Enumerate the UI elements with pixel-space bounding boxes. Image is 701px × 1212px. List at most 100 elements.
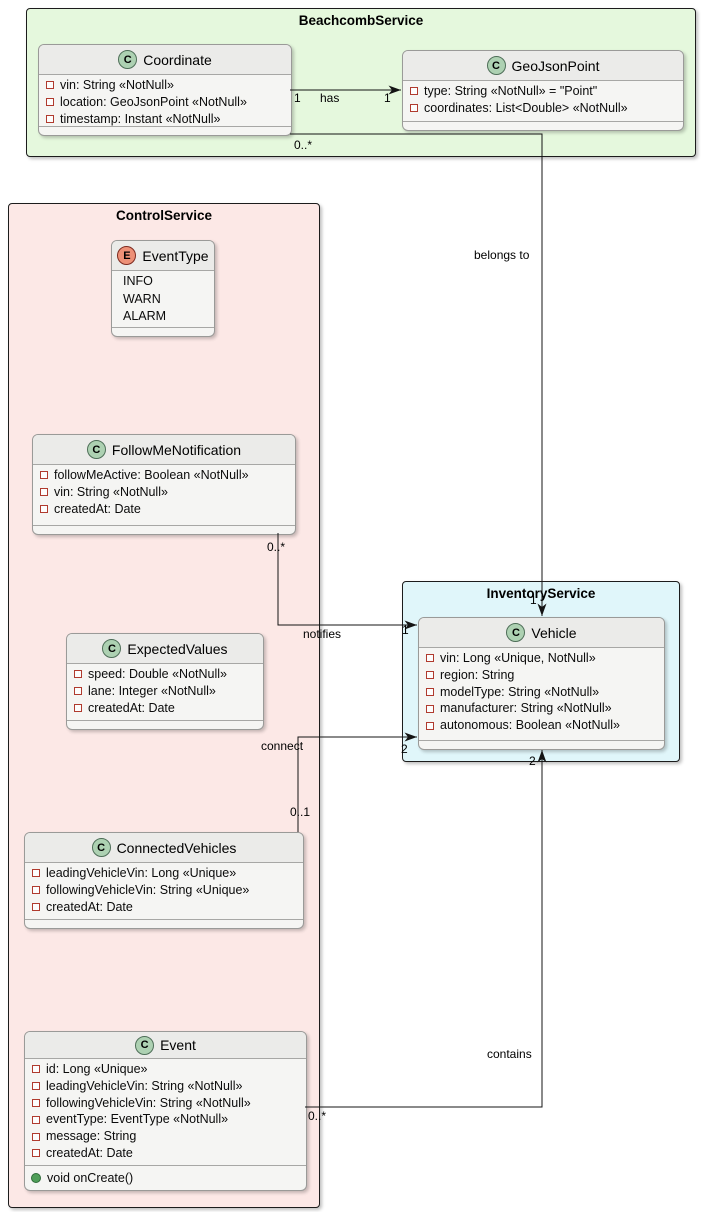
enum-value: ALARM [123,309,167,323]
private-field-icon [32,1149,40,1158]
attribute-text: timestamp: Instant «NotNull» [60,111,221,126]
class-geojsonpoint-header: C GeoJsonPoint [403,51,683,81]
private-field-icon [46,98,54,107]
class-vehicle: C Vehicle vin: Long «Unique, NotNull» re… [418,617,665,750]
class-expectedvalues: C ExpectedValues speed: Double «NotNull»… [66,633,264,730]
enum-values-compartment: INFO WARN ALARM [112,271,214,327]
multiplicity-connect-source: 0..1 [290,805,311,819]
attribute-text: vin: Long «Unique, NotNull» [440,651,596,665]
class-followmenotification-header: C FollowMeNotification [33,435,295,465]
attribute-row: vin: String «NotNull» [40,484,289,501]
enum-value: WARN [123,291,161,306]
attribute-row: vin: String «NotNull» [46,77,285,94]
private-field-icon [32,886,40,895]
attribute-text: createdAt: Date [88,700,175,715]
attributes-compartment: vin: Long «Unique, NotNull» region: Stri… [419,648,664,740]
attribute-row: createdAt: Date [74,700,257,717]
attributes-compartment: leadingVehicleVin: Long «Unique» followi… [25,863,303,919]
edge-label-connect: connect [261,739,304,753]
private-field-icon [40,488,48,497]
attribute-text: vin: String «NotNull» [60,78,174,92]
attributes-compartment: followMeActive: Boolean «NotNull» vin: S… [33,465,295,525]
attribute-text: type: String «NotNull» = "Point" [424,84,598,98]
class-event-header: C Event [25,1032,306,1059]
class-expectedvalues-header: C ExpectedValues [67,634,263,664]
attribute-row: type: String «NotNull» = "Point" [410,83,677,100]
multiplicity-contains-target: 2 [529,754,536,768]
private-field-icon [410,104,418,113]
private-field-icon [426,687,434,696]
attributes-compartment: id: Long «Unique» leadingVehicleVin: Str… [25,1059,306,1165]
enum-name: EventType [142,247,209,264]
attributes-compartment: speed: Double «NotNull» lane: Integer «N… [67,664,263,720]
attribute-row: manufacturer: String «NotNull» [426,700,658,717]
attribute-text: leadingVehicleVin: Long «Unique» [46,866,237,880]
class-name: ExpectedValues [127,640,228,657]
private-field-icon [32,1132,40,1141]
attribute-row: message: String [32,1128,300,1145]
attribute-text: eventType: EventType «NotNull» [46,1112,229,1127]
methods-compartment-empty [403,121,683,130]
class-name: Vehicle [531,624,577,641]
private-field-icon [74,703,82,712]
private-field-icon [32,1098,40,1107]
private-field-icon [32,1115,40,1124]
methods-compartment-empty [67,720,263,729]
attribute-text: speed: Double «NotNull» [88,667,227,681]
multiplicity-notifies-source: 0..* [267,540,286,554]
package-title: BeachcombService [298,13,424,28]
class-coordinate-header: C Coordinate [39,45,291,75]
private-field-icon [32,1065,40,1074]
enum-eventtype-header: E EventType [112,241,214,271]
attribute-row: followingVehicleVin: String «NotNull» [32,1095,300,1112]
class-icon: C [118,50,138,69]
class-icon: C [486,56,506,75]
private-field-icon [40,471,48,480]
attribute-text: message: String [46,1129,137,1144]
method-text: void onCreate() [47,1171,134,1185]
attribute-row: createdAt: Date [40,501,289,518]
multiplicity-connect-target: 2 [401,742,408,756]
attribute-text: followMeActive: Boolean «NotNull» [54,468,249,482]
attribute-text: location: GeoJsonPoint «NotNull» [60,94,247,109]
attribute-row: leadingVehicleVin: Long «Unique» [32,865,297,882]
attribute-row: leadingVehicleVin: String «NotNull» [32,1078,300,1095]
class-icon: C [91,838,111,857]
private-field-icon [426,654,434,663]
private-field-icon [32,902,40,911]
private-field-icon [74,687,82,696]
attribute-row: createdAt: Date [32,899,297,916]
class-icon: C [102,639,122,658]
attribute-row: lane: Integer «NotNull» [74,683,257,700]
attribute-text: region: String [440,667,515,682]
enum-eventtype: E EventType INFO WARN ALARM [111,240,215,337]
class-geojsonpoint: C GeoJsonPoint type: String «NotNull» = … [402,50,684,131]
attribute-row: region: String [426,667,658,684]
attribute-row: createdAt: Date [32,1145,300,1162]
class-coordinate: C Coordinate vin: String «NotNull» locat… [38,44,292,136]
attribute-text: coordinates: List<Double> «NotNull» [424,100,628,115]
class-icon: C [135,1035,155,1055]
multiplicity-has-target: 1 [384,91,391,105]
attribute-row: eventType: EventType «NotNull» [32,1111,300,1128]
private-field-icon [426,721,434,730]
methods-compartment-empty [33,525,295,534]
private-field-icon [46,114,54,123]
class-vehicle-header: C Vehicle [419,618,664,648]
methods-compartment: void onCreate() [25,1165,306,1190]
private-field-icon [40,504,48,513]
attribute-row: location: GeoJsonPoint «NotNull» [46,94,285,111]
private-field-icon [410,87,418,96]
public-method-icon [31,1173,41,1183]
class-name: FollowMeNotification [111,441,242,458]
attribute-text: manufacturer: String «NotNull» [440,701,612,716]
package-title: ControlService [115,208,213,223]
methods-compartment-empty [112,327,214,336]
attribute-row: vin: Long «Unique, NotNull» [426,650,658,667]
edge-belongs-to-line [290,133,547,616]
multiplicity-belongs-to-target: 1 [530,593,537,607]
enum-value: INFO [123,274,153,288]
attributes-compartment: vin: String «NotNull» location: GeoJsonP… [39,75,291,126]
class-connectedvehicles: C ConnectedVehicles leadingVehicleVin: L… [24,832,304,929]
